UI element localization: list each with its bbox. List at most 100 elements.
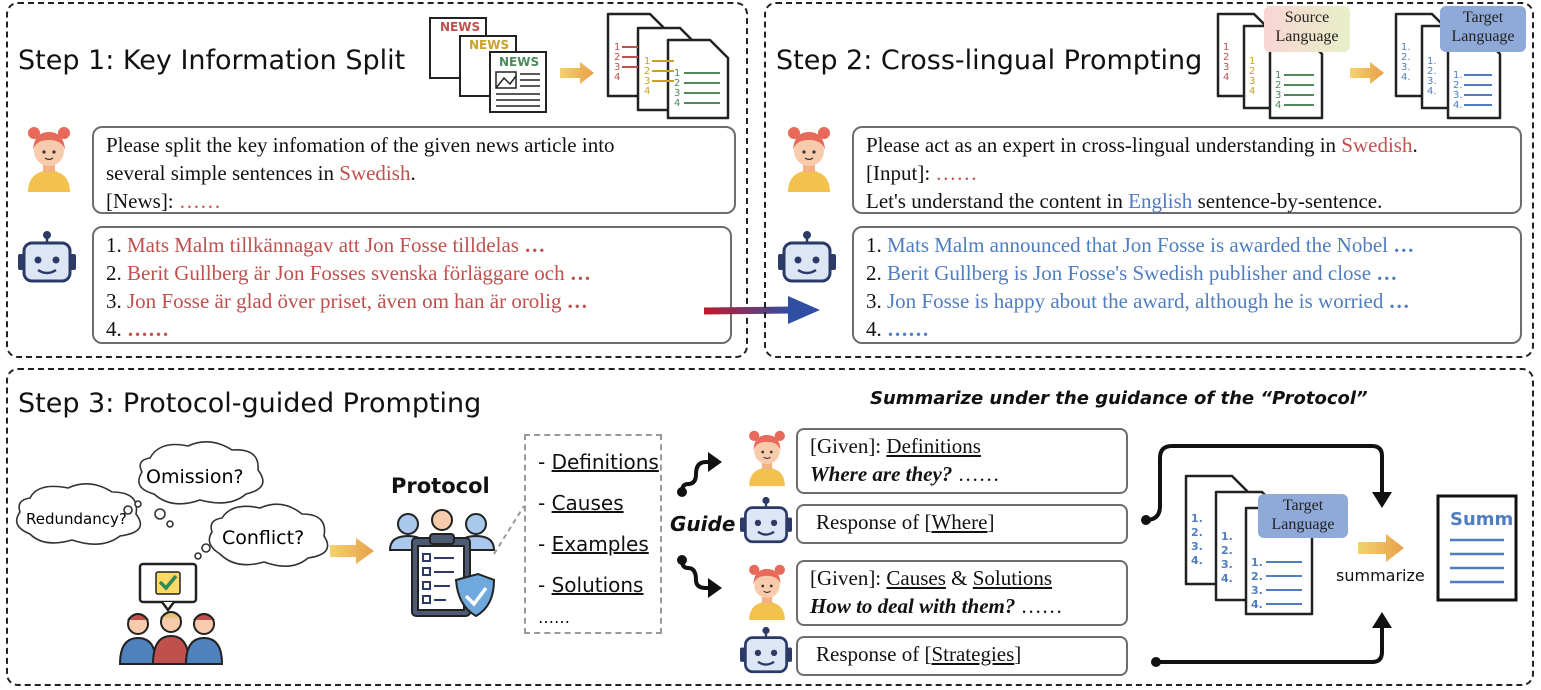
protocol-connector-line xyxy=(493,505,525,555)
protocol-item-definitions: - Definitions xyxy=(538,450,659,474)
summ-label: Summ xyxy=(1450,509,1513,530)
robot-icon xyxy=(18,231,76,283)
svg-text:2.: 2. xyxy=(1251,570,1263,583)
user-avatar-icon xyxy=(28,127,70,192)
svg-text:4.: 4. xyxy=(1251,598,1263,611)
svg-text:2.: 2. xyxy=(1191,526,1203,539)
right-arrow-icon xyxy=(1350,62,1384,84)
response-where-box: Response of [Where] xyxy=(796,504,1128,544)
step3-panel xyxy=(6,368,1534,686)
robot-icon xyxy=(740,626,792,674)
svg-text:4: 4 xyxy=(1223,72,1229,83)
svg-text:1: 1 xyxy=(1249,56,1255,67)
svg-text:2: 2 xyxy=(1249,66,1255,77)
thought-clouds-icon: Omission? Redundancy? Conflict? xyxy=(15,441,329,567)
svg-text:1.: 1. xyxy=(1191,512,1203,525)
right-arrow-icon xyxy=(330,538,374,564)
user-avatar-icon xyxy=(749,564,785,621)
response-strategies-box: Response of [Strategies] xyxy=(796,636,1128,676)
svg-text:3: 3 xyxy=(1275,90,1281,101)
step1-panel xyxy=(6,2,748,358)
svg-text:4.: 4. xyxy=(1453,100,1463,111)
step-connector-arrow xyxy=(703,296,820,324)
protocol-list: - Definitions - Causes - Examples - Solu… xyxy=(524,434,662,634)
svg-text:4: 4 xyxy=(614,72,620,83)
step2-prompt-line3: Let's understand the content in English … xyxy=(866,189,1383,213)
step1-response-item: 1. Mats Malm tillkännagav att Jon Fosse … xyxy=(106,233,546,257)
news-label-1: NEWS xyxy=(440,20,480,34)
team-approval-icon xyxy=(118,562,224,665)
user-avatar-icon xyxy=(788,127,830,192)
svg-text:3: 3 xyxy=(674,88,680,99)
step1-response-item: 3. Jon Fosse är glad över priset, även o… xyxy=(106,289,588,313)
svg-text:1.: 1. xyxy=(1427,56,1437,67)
protocol-item-causes: - Causes xyxy=(538,491,624,515)
target-language-tag: Target Language xyxy=(1258,494,1348,538)
svg-text:4.: 4. xyxy=(1221,572,1233,585)
robot-icon xyxy=(740,496,792,544)
svg-text:2.: 2. xyxy=(1401,52,1411,63)
svg-text:3: 3 xyxy=(1249,76,1255,87)
step2-response-item: 2. Berit Gullberg is Jon Fosse's Swedish… xyxy=(866,261,1398,285)
svg-text:4.: 4. xyxy=(1191,554,1203,567)
svg-text:2: 2 xyxy=(644,66,650,77)
svg-text:2: 2 xyxy=(1275,80,1281,91)
protocol-item-examples: - Examples xyxy=(538,532,649,556)
given-causes-solutions-box: [Given]: Causes & Solutions How to deal … xyxy=(796,560,1128,626)
svg-text:1.: 1. xyxy=(1401,42,1411,53)
source-language-tag: Source Language xyxy=(1264,6,1350,52)
svg-text:1.: 1. xyxy=(1453,70,1463,81)
right-arrow-icon xyxy=(1358,534,1404,562)
svg-text:2: 2 xyxy=(674,78,680,89)
svg-text:3: 3 xyxy=(1223,62,1229,73)
cloud-conflict-text: Conflict? xyxy=(222,527,304,549)
step1-prompt-line2: several simple sentences in Swedish. xyxy=(106,161,416,185)
protocol-item-solutions: - Solutions xyxy=(538,573,644,597)
step2-panel xyxy=(764,2,1534,358)
right-arrow-icon xyxy=(560,62,594,84)
svg-text:2: 2 xyxy=(1223,52,1229,63)
summary-document-icon: Summ xyxy=(1436,494,1518,602)
step2-response-item: 3. Jon Fosse is happy about the award, a… xyxy=(866,289,1410,313)
cloud-redundancy-text: Redundancy? xyxy=(26,510,127,528)
svg-text:3: 3 xyxy=(614,62,620,73)
svg-text:2.: 2. xyxy=(1427,66,1437,77)
robot-icon xyxy=(778,231,836,283)
svg-text:1.: 1. xyxy=(1251,556,1263,569)
step1-prompt-line3: [News]: …… xyxy=(106,189,221,213)
step1-prompt-line1: Please split the key infomation of the g… xyxy=(106,133,615,157)
svg-text:4: 4 xyxy=(644,86,650,97)
svg-text:1: 1 xyxy=(614,42,620,53)
step1-title: Step 1: Key Information Split xyxy=(18,45,406,76)
step2-title: Step 2: Cross-lingual Prompting xyxy=(776,45,1203,76)
svg-text:3.: 3. xyxy=(1401,62,1411,73)
step1-response-item: 2. Berit Gullberg är Jon Fosses svenska … xyxy=(106,261,591,285)
svg-text:4.: 4. xyxy=(1401,72,1411,83)
step2-prompt-line2: [Input]: …… xyxy=(866,161,978,185)
svg-text:1: 1 xyxy=(674,68,680,79)
guide-label: Guide xyxy=(670,512,736,536)
protocol-item-more: …… xyxy=(538,608,570,627)
news-stack-icon: NEWS NEWS NEWS xyxy=(429,17,547,113)
svg-text:1: 1 xyxy=(1223,42,1229,53)
step2-response-item: 1. Mats Malm announced that Jon Fosse is… xyxy=(866,233,1415,257)
step3-subtitle: Summarize under the guidance of the “Pro… xyxy=(870,388,1368,409)
svg-text:3.: 3. xyxy=(1427,76,1437,87)
given-definitions-box: [Given]: Definitions Where are they? …… xyxy=(796,428,1128,494)
cloud-omission-text: Omission? xyxy=(146,466,244,488)
step1-response-item: 4. …… xyxy=(106,317,169,341)
guide-arrow-down xyxy=(677,555,722,598)
protocol-label: Protocol xyxy=(391,474,490,498)
svg-text:3: 3 xyxy=(644,76,650,87)
step2-response-box: 1. Mats Malm announced that Jon Fosse is… xyxy=(852,226,1522,344)
svg-text:3.: 3. xyxy=(1191,540,1203,553)
step2-response-item: 4. …… xyxy=(866,317,929,341)
step1-prompt-box: Please split the key infomation of the g… xyxy=(92,126,736,214)
svg-text:1: 1 xyxy=(1275,70,1281,81)
flow-arrows xyxy=(1141,444,1392,667)
guide-arrow-up xyxy=(677,452,722,497)
svg-text:3.: 3. xyxy=(1221,558,1233,571)
target-language-tag: Target Language xyxy=(1440,6,1526,52)
news-label-2: NEWS xyxy=(469,38,509,52)
